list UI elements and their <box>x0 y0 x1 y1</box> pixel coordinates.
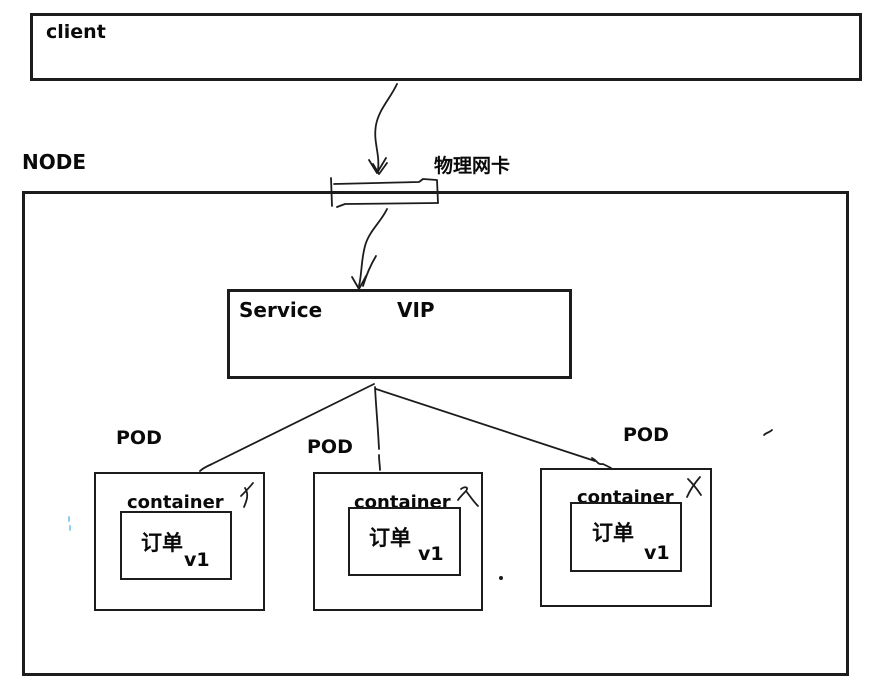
container-box <box>570 502 682 572</box>
pod-label: POD <box>307 436 353 458</box>
scribble-mark <box>686 476 702 498</box>
pod-label: POD <box>623 424 669 446</box>
scribble-mark <box>240 482 254 508</box>
arrow-client-to-nic <box>368 83 398 175</box>
app-name-label: 订单 <box>141 531 183 555</box>
container-box <box>348 507 461 576</box>
stray-blue-colon-mark <box>68 516 71 531</box>
pod-box <box>313 472 483 611</box>
stray-tick-mark <box>763 429 773 436</box>
service-box <box>227 289 572 379</box>
container-box <box>120 511 232 580</box>
fan-line-left <box>199 383 375 472</box>
arrow-nic-to-service <box>351 208 388 290</box>
version-label: v1 <box>644 542 670 564</box>
pod-box <box>540 468 712 607</box>
app-name-label: 订单 <box>369 526 411 550</box>
node-box <box>22 191 849 676</box>
stray-dot <box>499 576 503 580</box>
nic-label: 物理网卡 <box>434 155 511 177</box>
scribble-mark <box>457 486 479 507</box>
app-name-label: 订单 <box>592 521 634 545</box>
client-box <box>30 13 862 81</box>
service-vip-label: VIP <box>397 298 435 322</box>
client-label: client <box>46 21 106 43</box>
version-label: v1 <box>418 543 444 565</box>
nic-shape <box>330 177 439 208</box>
service-label: Service <box>239 298 323 322</box>
version-label: v1 <box>184 549 210 571</box>
pod-box <box>94 472 265 611</box>
fan-line-right <box>375 388 612 469</box>
pod-label: POD <box>116 427 162 449</box>
fan-line-middle <box>374 386 381 471</box>
node-label: NODE <box>22 150 87 174</box>
container-label: container <box>127 492 224 513</box>
